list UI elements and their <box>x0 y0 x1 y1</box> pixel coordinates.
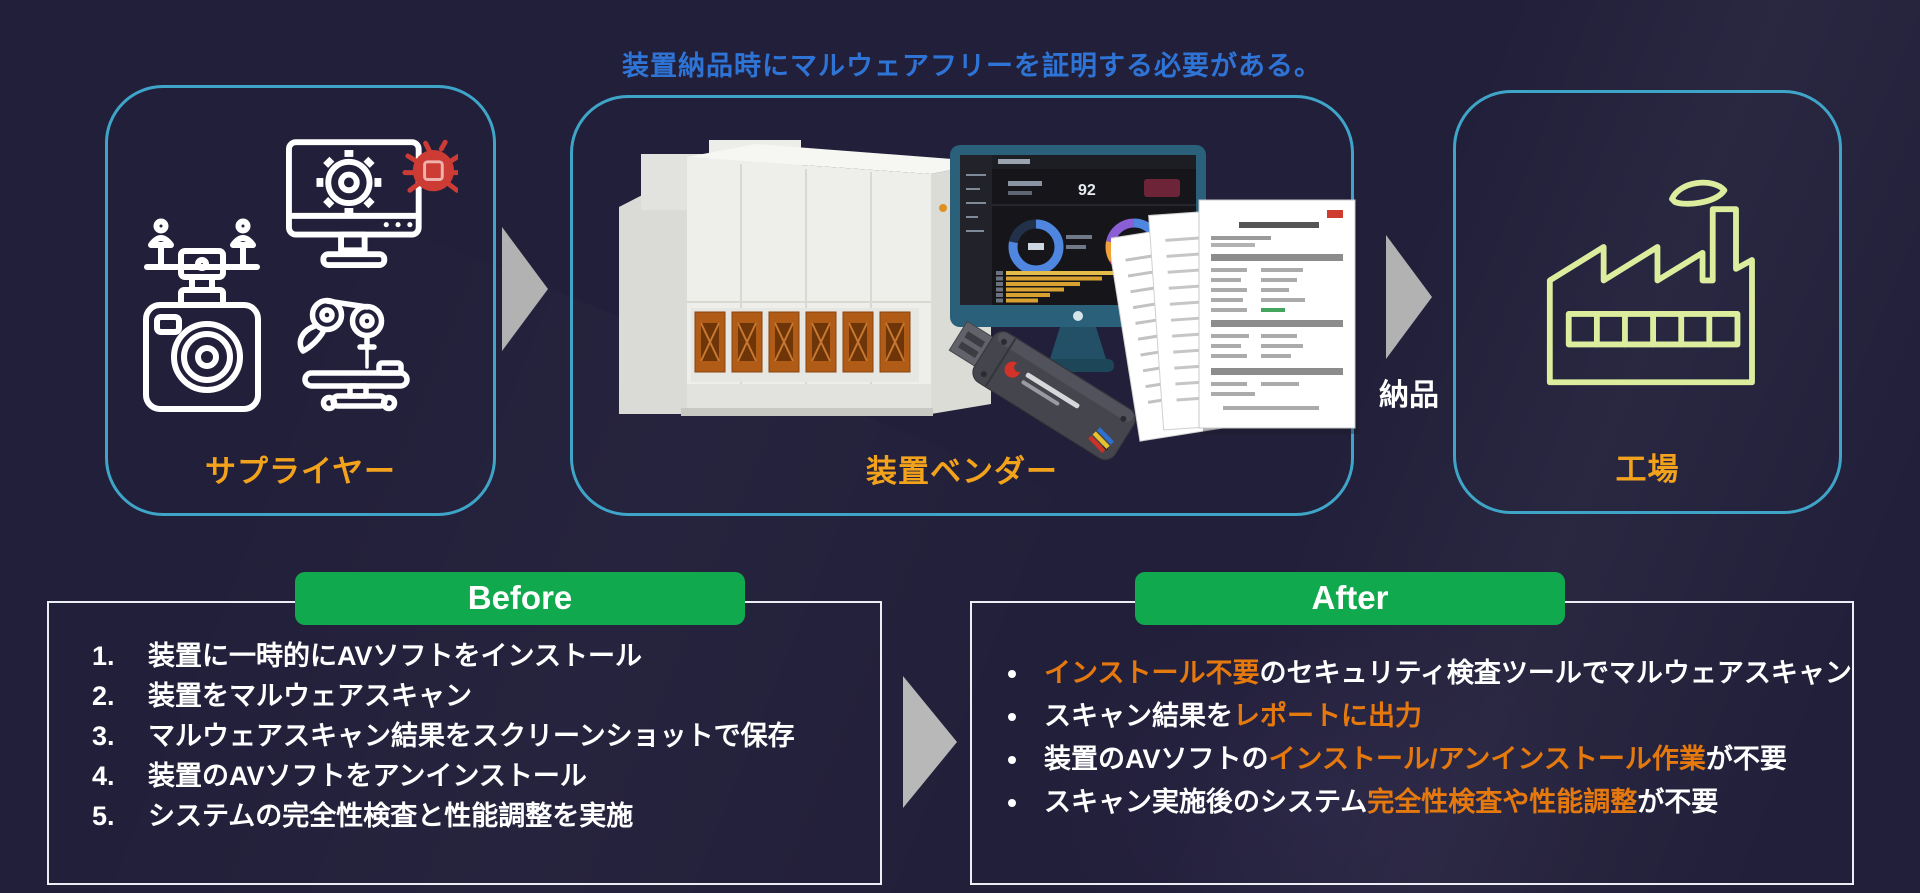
supplier-box: サプライヤー <box>105 85 496 516</box>
page-title: 装置納品時にマルウェアフリーを証明する必要がある。 <box>622 51 1322 81</box>
svg-text:92: 92 <box>1078 182 1096 199</box>
factory-box: 工場 <box>1453 90 1842 514</box>
before-item: 1.装置に一時的にAVソフトをインストール <box>92 641 642 671</box>
bullet-icon <box>1008 798 1016 807</box>
before-item: 4.装置のAVソフトをアンインストール <box>92 761 587 791</box>
arrow-right-icon <box>903 676 957 808</box>
after-list: インストール不要のセキュリティ検査ツールでマルウェアスキャンスキャン結果をレポー… <box>1002 652 1852 824</box>
before-item: 3.マルウェアスキャン結果をスクリーンショットで保存 <box>92 721 795 751</box>
after-item: 装置のAVソフトのインストール/アンインストール作業が不要 <box>1002 738 1852 781</box>
after-item: スキャン結果をレポートに出力 <box>1002 695 1852 738</box>
bullet-icon <box>1008 755 1016 764</box>
after-item: インストール不要のセキュリティ検査ツールでマルウェアスキャン <box>1002 652 1852 695</box>
monitor-gear-icon <box>286 139 458 268</box>
supplier-label: サプライヤー <box>204 454 397 489</box>
vendor-box: 92 <box>570 95 1359 516</box>
report-documents <box>1111 199 1359 442</box>
bullet-icon <box>1008 712 1016 721</box>
usb-scanner <box>948 320 1136 461</box>
robot-arm-icon <box>297 297 410 412</box>
malware-bug-icon <box>402 139 458 193</box>
arrow-right-icon <box>502 227 548 351</box>
drone-camera-icon <box>143 218 261 412</box>
factory-icon <box>1546 179 1755 386</box>
vendor-label: 装置ベンダー <box>866 454 1058 489</box>
factory-label: 工場 <box>1615 452 1680 487</box>
before-item: 2.装置をマルウェアスキャン <box>92 681 472 711</box>
before-badge: Before <box>295 572 745 625</box>
after-item: スキャン実施後のシステム完全性検査や性能調整が不要 <box>1002 781 1852 824</box>
before-list: 1.装置に一時的にAVソフトをインストール 2.装置をマルウェアスキャン 3.マルウ… <box>92 636 795 836</box>
before-item: 5.システムの完全性検査と性能調整を実施 <box>92 801 634 831</box>
bullet-icon <box>1008 669 1016 678</box>
arrow-right-icon <box>1386 235 1432 359</box>
after-badge: After <box>1135 572 1565 625</box>
delivery-label: 納品 <box>1379 379 1439 412</box>
